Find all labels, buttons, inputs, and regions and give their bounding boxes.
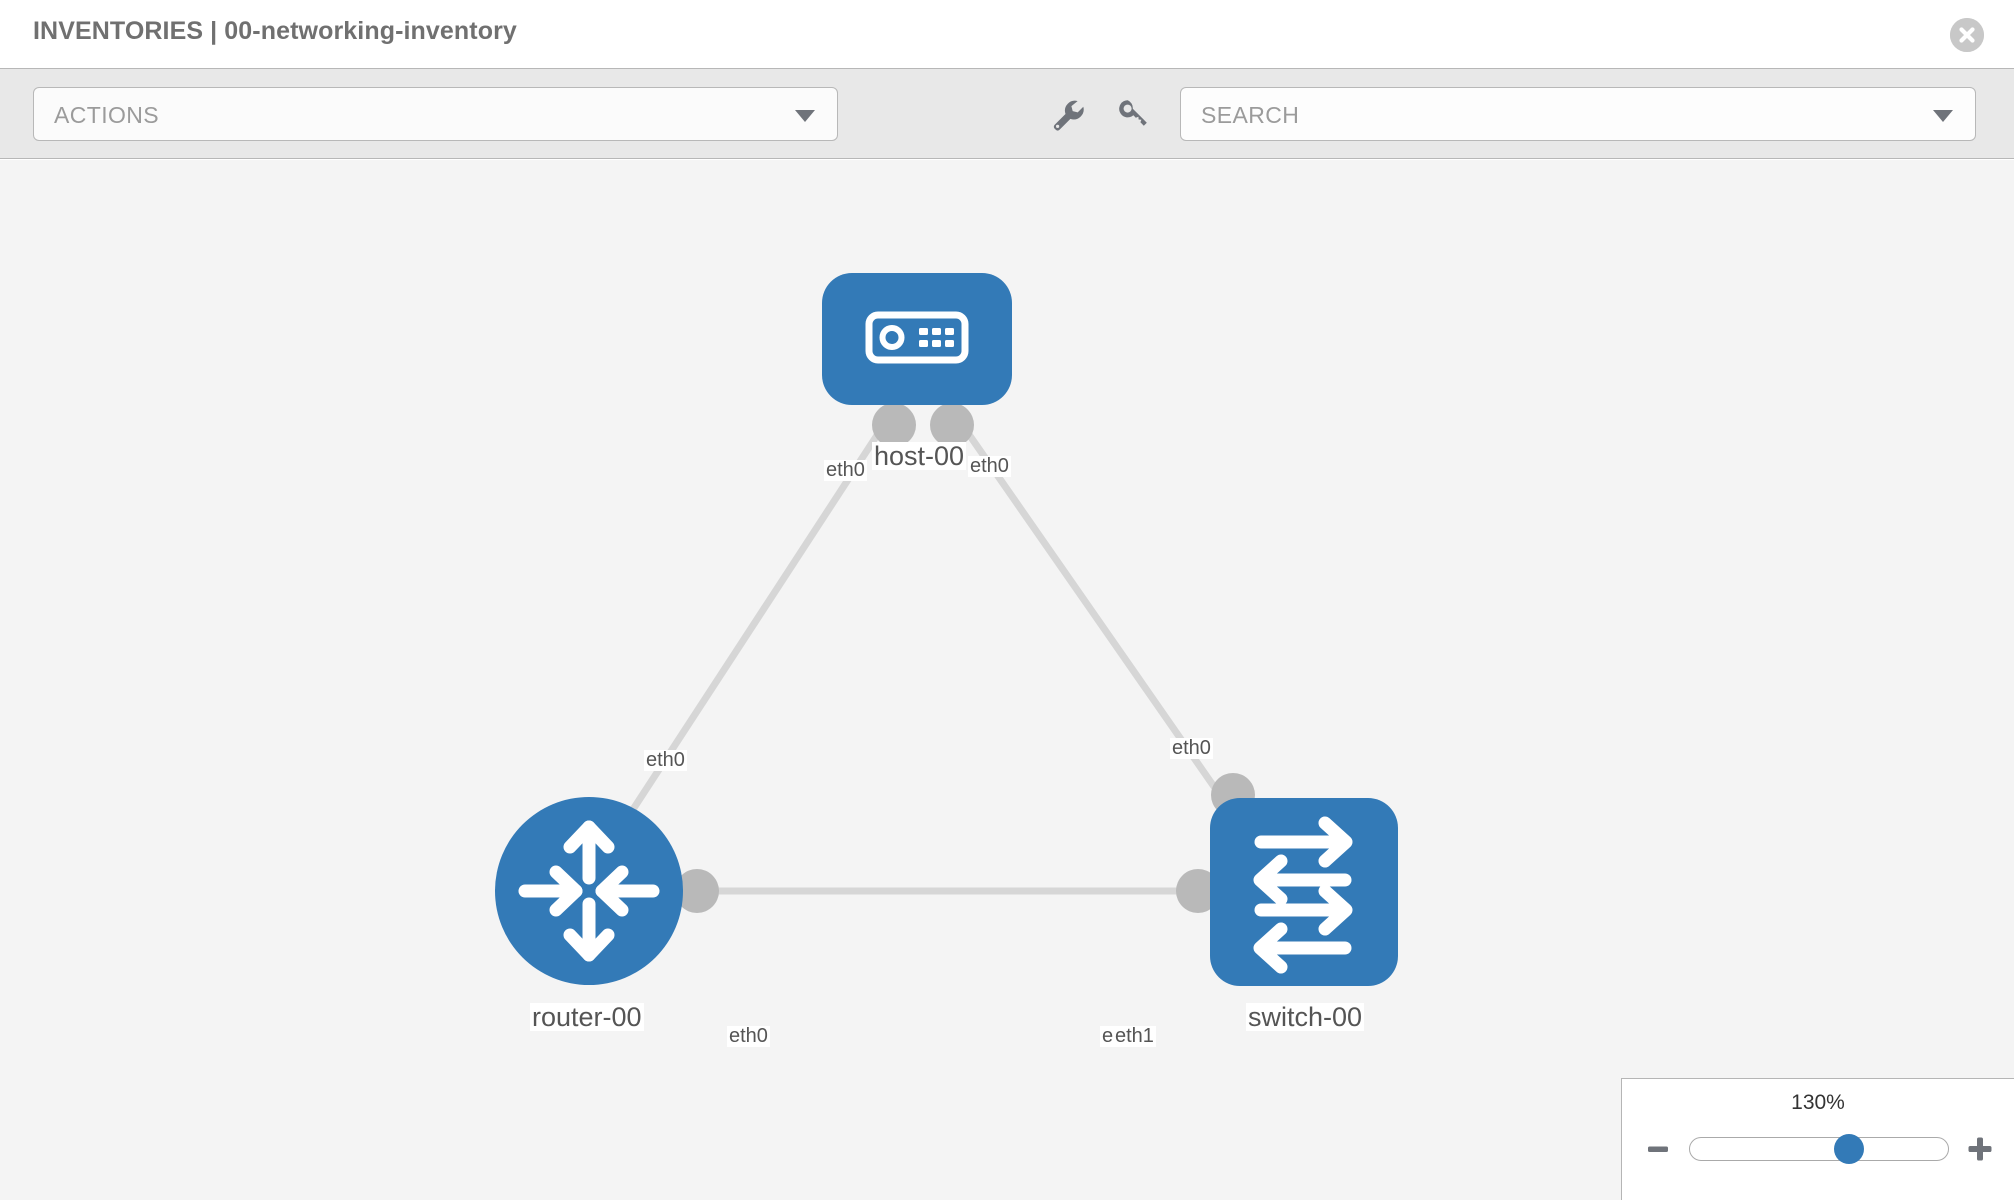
chevron-down-icon [1933, 110, 1953, 122]
topology-links [597, 398, 1268, 895]
actions-dropdown-label: ACTIONS [54, 102, 160, 128]
zoom-panel: 130% [1621, 1078, 2014, 1200]
iface-label-router-up: eth0 [644, 749, 687, 771]
chevron-down-icon [795, 110, 815, 122]
node-router-00[interactable] [495, 797, 683, 985]
search-placeholder: SEARCH [1201, 102, 1300, 128]
plus-icon[interactable] [1963, 1132, 1997, 1166]
topology-graph [495, 273, 1398, 986]
wrench-icon[interactable] [1040, 87, 1094, 141]
iface-label-switch-up: eth0 [1170, 737, 1213, 759]
page-title: INVENTORIES | 00-networking-inventory [33, 17, 517, 45]
zoom-slider-thumb[interactable] [1834, 1134, 1865, 1164]
iface-label-router-right: eth0 [727, 1025, 770, 1047]
toolbar: ACTIONS SEARCH [0, 69, 2014, 159]
zoom-level-value: 130% [1791, 1091, 1845, 1114]
connector-host-right[interactable] [930, 403, 974, 447]
connector-host-left[interactable] [872, 403, 916, 447]
iface-label-switch-left-b: eth1 [1113, 1025, 1156, 1047]
search-input[interactable]: SEARCH [1180, 87, 1976, 141]
minus-icon[interactable] [1641, 1132, 1675, 1166]
zoom-slider[interactable] [1688, 1134, 1949, 1164]
iface-label-host-left: eth0 [824, 459, 867, 481]
node-host-00[interactable] [822, 273, 1012, 405]
key-icon[interactable] [1106, 87, 1160, 141]
topology-canvas[interactable]: host-00 router-00 switch-00 eth0 eth0 et… [0, 160, 2014, 1200]
actions-dropdown[interactable]: ACTIONS [33, 87, 838, 141]
node-label-router-00: router-00 [530, 1002, 644, 1032]
connector-switch-left[interactable] [1176, 869, 1220, 913]
node-label-host-00: host-00 [872, 441, 967, 471]
node-label-switch-00: switch-00 [1246, 1002, 1365, 1032]
node-switch-00[interactable] [1210, 798, 1398, 986]
connector-router-right[interactable] [675, 869, 719, 913]
close-icon[interactable] [1950, 18, 1984, 52]
topology-connectors [675, 403, 1255, 913]
page-header: INVENTORIES | 00-networking-inventory [0, 0, 2014, 69]
iface-label-host-right: eth0 [968, 455, 1011, 477]
